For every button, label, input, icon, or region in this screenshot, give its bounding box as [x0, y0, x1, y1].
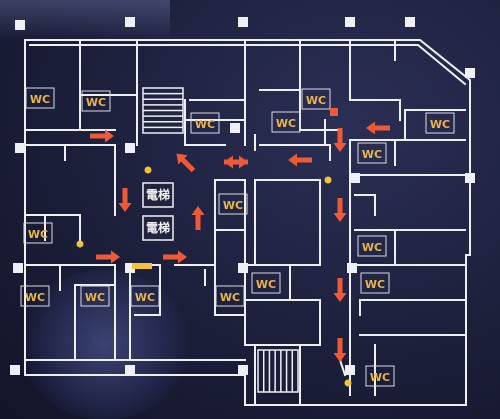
restroom-label: WC [28, 228, 48, 241]
structural-pillar [125, 365, 135, 375]
structural-pillar [238, 263, 248, 273]
structural-pillar [125, 143, 135, 153]
location-markers [76, 108, 352, 387]
structural-pillar [465, 173, 475, 183]
structural-pillar [125, 263, 135, 273]
restroom-box [23, 222, 53, 244]
location-marker [76, 240, 84, 248]
structural-pillar [465, 68, 475, 78]
elevator-car [142, 182, 174, 208]
evacuation-arrow-down [333, 278, 347, 302]
evacuation-arrow-right [163, 250, 187, 264]
structural-pillar [13, 263, 23, 273]
structural-pillar [15, 143, 25, 153]
structural-pillar [238, 365, 248, 375]
evacuation-arrow-down [333, 198, 347, 222]
location-marker [144, 166, 152, 174]
evacuation-arrow-right [224, 155, 248, 169]
structural-pillar [15, 20, 25, 30]
restroom-box [190, 112, 220, 134]
restroom-label: WC [223, 199, 243, 212]
restroom-box [365, 365, 395, 387]
structural-pillar [230, 123, 240, 133]
evacuation-arrow-right [90, 129, 114, 143]
evacuation-arrow-right [96, 250, 120, 264]
restroom-box [218, 193, 248, 215]
restroom-label: WC [430, 118, 450, 131]
restroom-label: WC [362, 148, 382, 161]
restroom-label: WC [25, 291, 45, 304]
restroom-label: WC [370, 371, 390, 384]
restroom-box [357, 235, 387, 257]
restroom-box [357, 142, 387, 164]
restroom-label: WC [362, 241, 382, 254]
location-marker [132, 263, 152, 269]
wall-line [29, 44, 467, 86]
reflection-glare [20, 270, 190, 419]
restroom-box [215, 285, 245, 307]
staircase [257, 349, 299, 393]
restroom-label: WC [220, 291, 240, 304]
restroom-label: WC [135, 291, 155, 304]
restroom-box [130, 285, 160, 307]
restroom-box [360, 272, 390, 294]
reflection-glare-top [0, 0, 170, 40]
structural-pillar [405, 17, 415, 27]
restroom-box [271, 111, 301, 133]
location-marker [330, 108, 338, 116]
evacuation-arrow-left [288, 153, 312, 167]
elevator-car [142, 215, 174, 241]
pillars [10, 17, 475, 375]
restroom-box [301, 88, 331, 110]
walls [24, 39, 471, 406]
restroom-label: WC [256, 278, 276, 291]
evacuation-arrow-down [118, 188, 132, 212]
restroom-label: WC [276, 117, 296, 130]
evacuation-arrow-left [366, 121, 390, 135]
restroom-label: WC [85, 291, 105, 304]
structural-pillar [350, 173, 360, 183]
elevator-label: 電梯 [146, 187, 170, 202]
restroom-box [20, 285, 50, 307]
structural-pillar [345, 17, 355, 27]
restroom-label: WC [195, 118, 215, 131]
evacuation-arrows [90, 121, 390, 362]
location-marker [344, 379, 352, 387]
restroom-box [80, 285, 110, 307]
evacuation-arrow-up-left [176, 153, 196, 173]
evacuation-arrow-up [191, 206, 205, 230]
evacuation-arrow-down [333, 338, 347, 362]
restroom-box [81, 90, 111, 112]
structural-pillar [345, 365, 355, 375]
evacuation-arrow-down [333, 128, 347, 152]
elevator-label: 電梯 [146, 220, 170, 235]
restroom-box [425, 112, 455, 134]
wall-line [338, 358, 347, 377]
restroom-label: WC [30, 93, 50, 106]
restroom-box [251, 272, 281, 294]
structural-pillar [125, 17, 135, 27]
structural-pillar [10, 365, 20, 375]
restrooms: WC WC WC WC WC WC WC WC WC WC WC WC WC WC WC WC WC [20, 87, 455, 387]
restroom-box [25, 87, 55, 109]
structural-pillar [347, 263, 357, 273]
stairs [142, 87, 299, 393]
restroom-label: WC [306, 94, 326, 107]
structural-pillar [238, 17, 248, 27]
location-marker [324, 176, 332, 184]
restroom-label: WC [86, 96, 106, 109]
restroom-label: WC [365, 278, 385, 291]
